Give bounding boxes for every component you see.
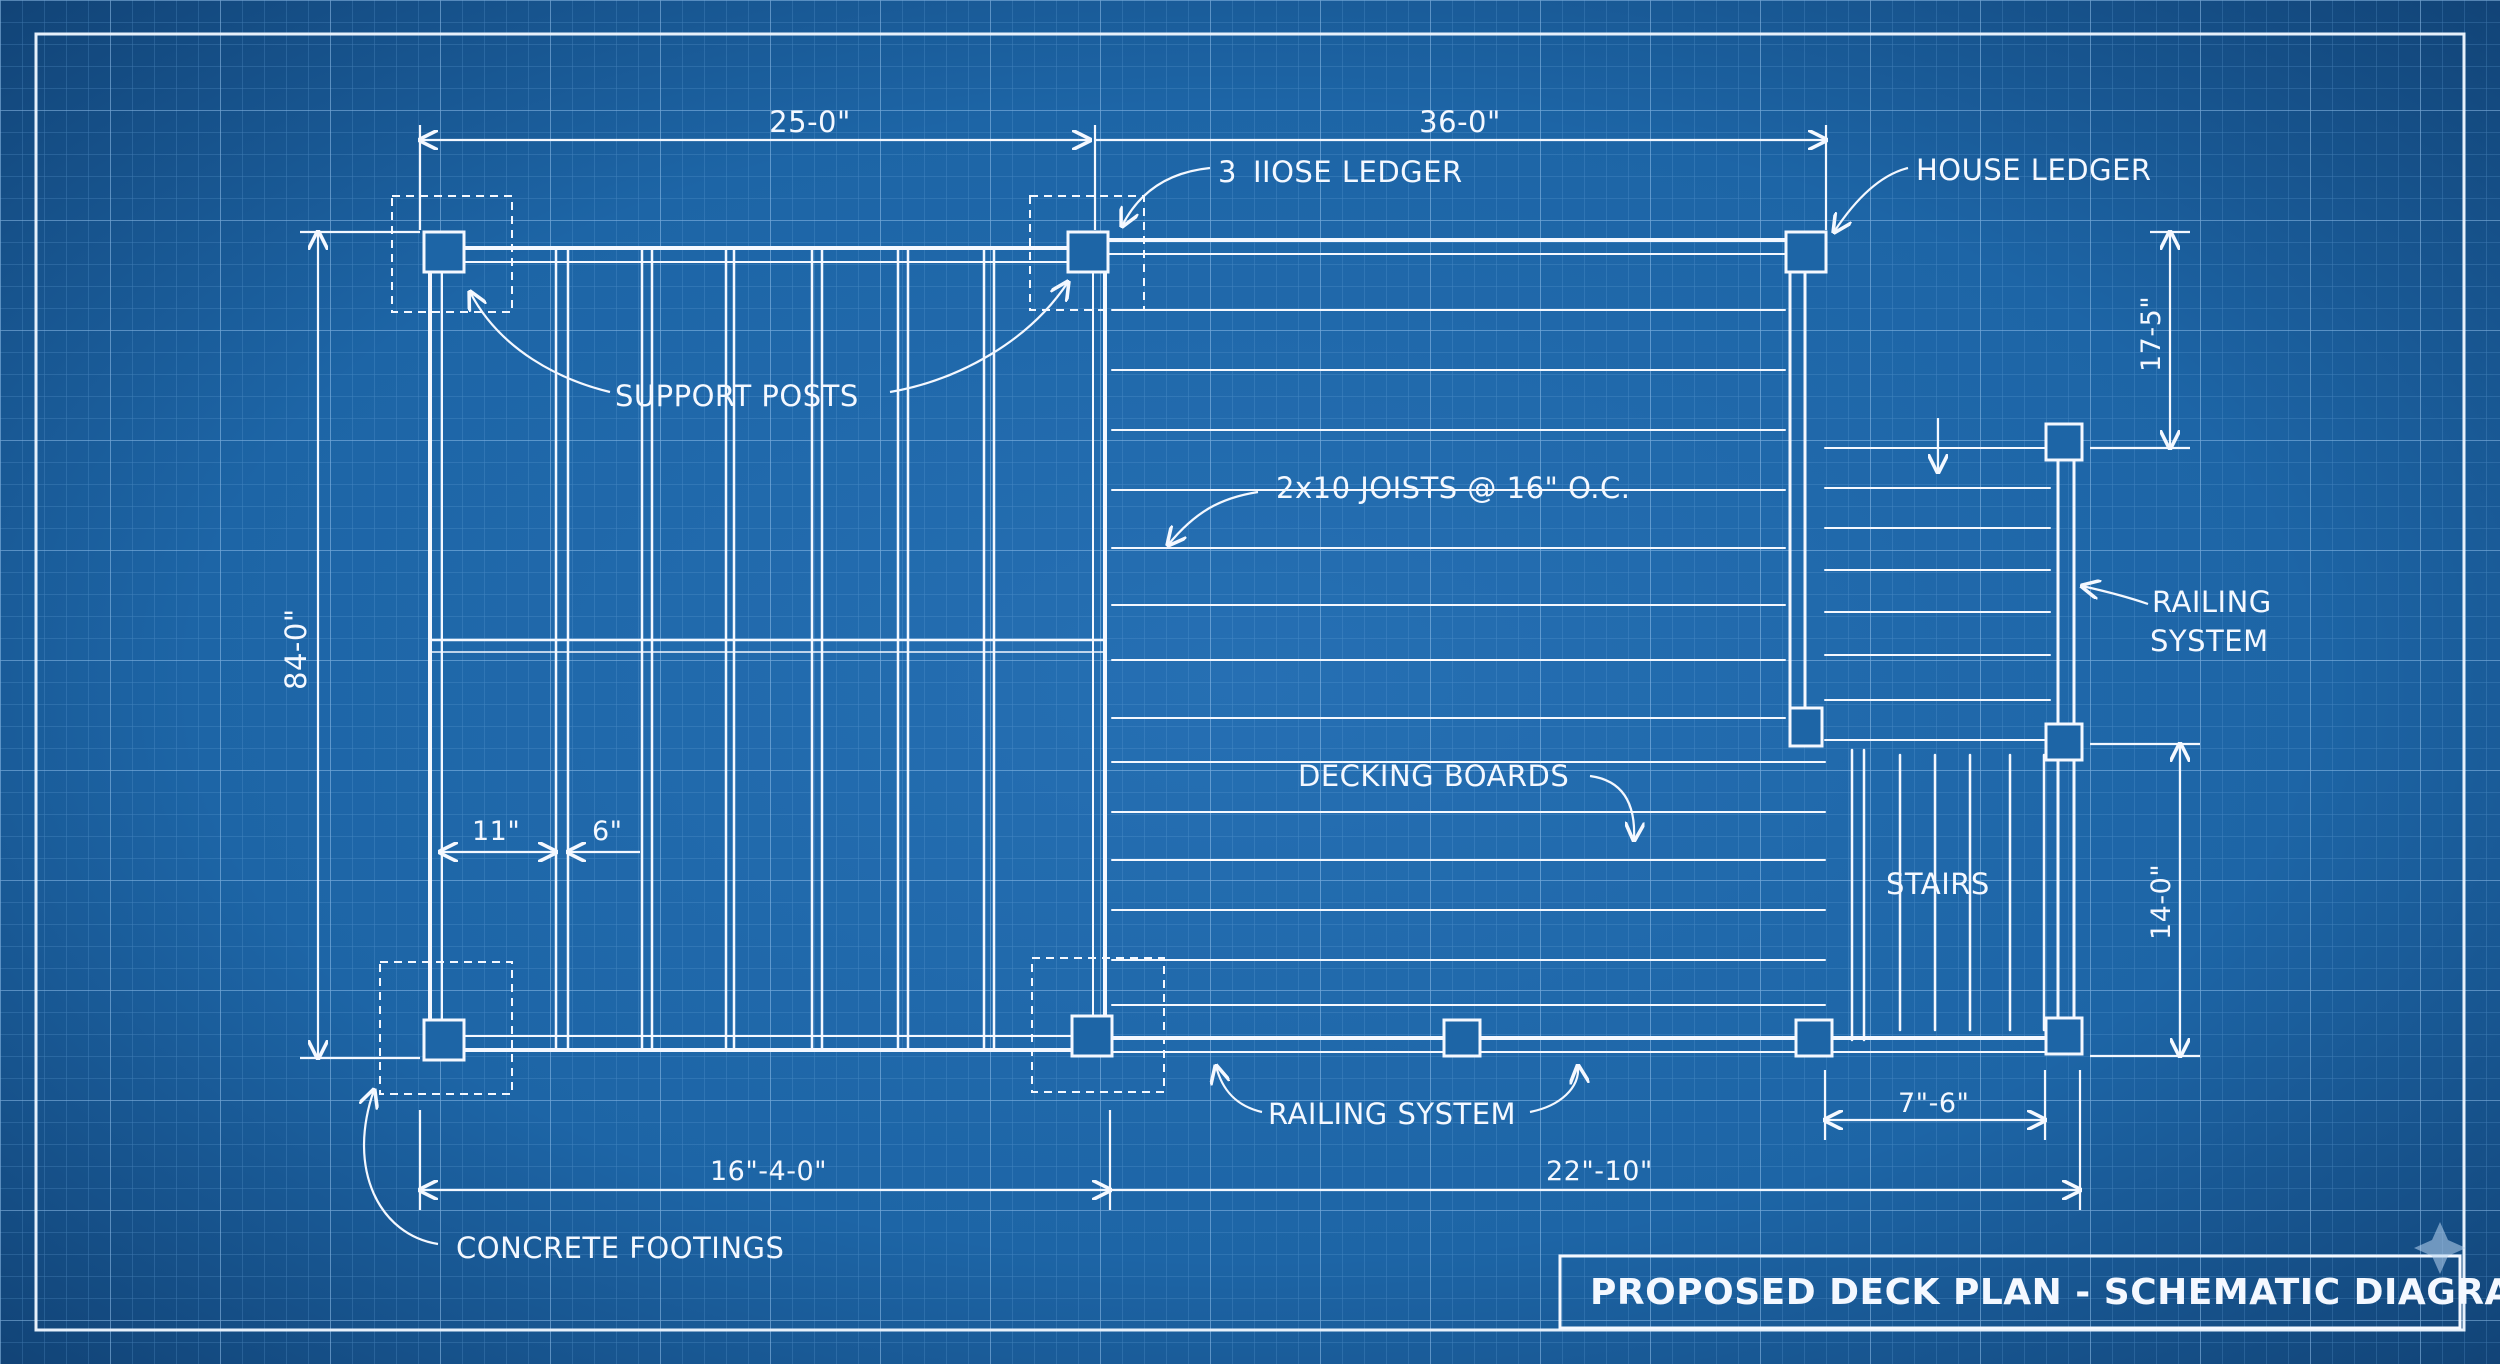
title-block: PROPOSED DECK PLAN - SCHEMATIC DIAGRAM [1558, 1254, 2500, 1330]
label-house-ledger-right: HOUSE LEDGER [1916, 153, 2152, 187]
label-decking-boards: DECKING BOARDS [1298, 759, 1569, 793]
deck-structure [428, 238, 2082, 1053]
dim-left-vertical: 84-0" [279, 608, 313, 690]
dim-right-upper: 17-5" [2136, 296, 2167, 372]
support-posts [422, 230, 2084, 1062]
decking-boards-lines [1111, 309, 1826, 1006]
sparkle-icon [2414, 1222, 2466, 1274]
sheet-border [34, 32, 2466, 1332]
stairs-outline [1850, 748, 2046, 1042]
dim-top-right: 36-0" [1419, 105, 1501, 139]
joists-left [554, 246, 996, 1052]
label-support-posts: SUPPORT POSTS [615, 379, 859, 413]
label-joists: 2x10 JOISTS @ 16" O.C. [1276, 471, 1630, 505]
label-railing-bottom: RAILING SYSTEM [1268, 1097, 1516, 1131]
label-railing-right-1: RAILING [2152, 585, 2272, 619]
label-concrete-footings: CONCRETE FOOTINGS [456, 1231, 784, 1265]
dimension-lines [300, 125, 2200, 1210]
dim-spacing-6: 6" [592, 816, 623, 847]
dim-bottom-left: 16"-4-0" [710, 1156, 827, 1187]
dim-spacing-11: 11" [472, 816, 520, 847]
dim-right-lower: 14-0" [2146, 864, 2177, 940]
label-railing-right-2: SYSTEM [2150, 624, 2269, 658]
label-house-ledger-left: 3 IIOSE LEDGER [1218, 155, 1463, 189]
diagram-title: PROPOSED DECK PLAN - SCHEMATIC DIAGRAM [1590, 1272, 2500, 1313]
dim-bottom-right: 22"-10" [1546, 1156, 1653, 1187]
dim-top-left: 25-0" [769, 105, 851, 139]
dim-stairs-width: 7"-6" [1898, 1088, 1969, 1119]
label-stairs: STAIRS [1886, 867, 1990, 901]
leader-arrows [364, 166, 2149, 1246]
concrete-footings [379, 195, 1165, 1095]
